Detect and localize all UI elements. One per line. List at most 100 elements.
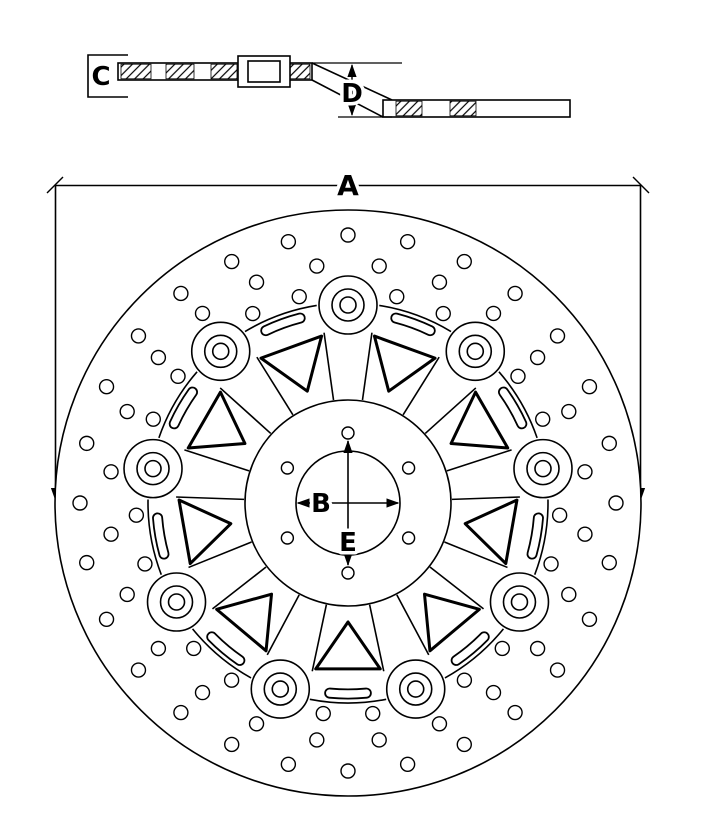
drill-hole — [507, 285, 523, 302]
drill-hole — [456, 736, 472, 753]
arrowhead — [347, 103, 357, 116]
drill-hole — [529, 640, 546, 657]
lightening-triangle — [186, 390, 247, 450]
hatch-segment — [449, 100, 477, 117]
spoke-edge — [176, 496, 245, 501]
drill-hole — [551, 507, 568, 523]
bobbin-rivet-outer — [203, 334, 238, 369]
spoke-edge — [402, 356, 440, 416]
mount-band-section — [382, 99, 571, 118]
bolt-hole — [401, 531, 416, 545]
drill-hole — [150, 349, 167, 366]
spoke-edge — [361, 332, 373, 401]
drill-hole — [130, 662, 147, 678]
drill-hole — [510, 368, 526, 385]
drill-hole — [435, 305, 451, 322]
bolt-hole — [280, 531, 295, 545]
drill-hole — [431, 274, 448, 290]
drill-hole — [371, 732, 387, 748]
bolt-hole — [401, 461, 416, 475]
band-inner-edge — [191, 628, 252, 679]
float-slot-inner — [392, 314, 434, 335]
drill-hole — [507, 704, 523, 721]
bobbin-rivet-inner — [167, 593, 186, 611]
drill-hole — [340, 763, 356, 779]
lightening-triangle — [449, 390, 510, 450]
lightening-triangle — [422, 592, 481, 653]
drill-hole — [431, 716, 448, 732]
drill-hole — [72, 495, 88, 511]
drill-hole — [186, 640, 202, 657]
diameter-extension-lines — [54, 184, 642, 503]
dim-label-d: D — [341, 79, 363, 109]
corner-tick — [632, 176, 650, 194]
drill-hole — [535, 411, 551, 427]
drill-hole — [485, 305, 502, 322]
arrowhead — [296, 498, 310, 508]
drill-hole — [245, 305, 261, 322]
bobbin-rivet-outer — [331, 288, 365, 322]
drill-hole — [128, 507, 145, 523]
drill-hole — [170, 368, 186, 385]
dim-label-c: C — [91, 62, 110, 92]
arrowhead — [386, 498, 400, 508]
drill-hole — [315, 705, 331, 722]
arrowhead — [343, 553, 353, 566]
bolt-hole — [280, 461, 295, 475]
float-slot-inner — [153, 514, 168, 558]
drill-hole — [98, 611, 115, 627]
drill-hole — [248, 716, 265, 732]
hatch-segment — [165, 63, 195, 80]
arrowhead — [343, 440, 353, 453]
drill-hole — [340, 227, 356, 243]
lightening-triangle — [372, 334, 437, 393]
spoke-edge — [211, 566, 267, 610]
bobbin-rivet-outer — [458, 334, 493, 369]
float-slot-inner — [170, 388, 197, 428]
drill-hole — [389, 288, 405, 305]
lightening-triangle — [215, 592, 274, 653]
thickness-bracket — [87, 54, 128, 98]
center-dimensions — [296, 440, 400, 566]
drill-hole — [309, 258, 325, 274]
drill-hole — [601, 554, 617, 571]
bobbin-rivet-inner — [466, 342, 485, 361]
drill-hole — [543, 556, 559, 572]
drill-hole — [103, 526, 119, 542]
drill-hole — [145, 411, 161, 427]
spoke-edge — [323, 332, 335, 401]
spoke-edge — [444, 541, 508, 569]
float-slot-inner — [528, 514, 543, 558]
lightening-triangle — [463, 498, 519, 566]
corner-tick — [46, 176, 64, 194]
drill-hole — [79, 554, 95, 571]
drill-hole — [529, 349, 546, 366]
band-inner-edge — [147, 499, 163, 575]
band-inner-edge — [158, 371, 198, 439]
lightening-triangle — [314, 620, 382, 671]
bobbin-rivet-inner — [271, 680, 290, 698]
bobbin-rivet-outer — [136, 451, 170, 486]
spoke-edge — [446, 449, 512, 472]
drill-hole — [577, 464, 593, 480]
cross-section-view — [87, 54, 571, 118]
drill-hole — [79, 435, 95, 452]
band-inner-edge — [379, 304, 452, 333]
drill-hole — [309, 732, 325, 748]
dim-label-b: B — [311, 489, 331, 519]
drill-hole — [494, 640, 510, 657]
bobbin-rivet-outer — [159, 585, 194, 619]
drill-hole — [456, 672, 473, 688]
drill-hole — [248, 274, 265, 290]
drill-hole — [485, 684, 502, 701]
drill-hole — [224, 736, 240, 753]
float-slot-inner — [208, 633, 244, 665]
spoke-edge — [256, 356, 294, 416]
spoke-edge — [311, 604, 328, 672]
drill-hole — [399, 234, 416, 250]
drill-hole — [549, 328, 566, 344]
float-slot-inner — [499, 388, 526, 428]
drill-hole — [561, 586, 577, 603]
